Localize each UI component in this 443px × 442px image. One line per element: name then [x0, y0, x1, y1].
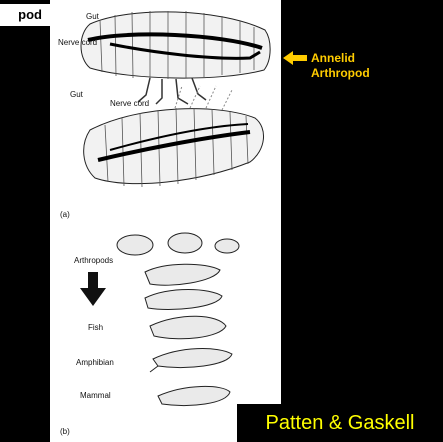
annelid-body-top	[81, 11, 270, 104]
label-panel-b: (b)	[60, 427, 70, 436]
label-nerve-cord-top: Nerve cord	[58, 38, 97, 47]
label-arthropods: Arthropods	[74, 256, 113, 265]
label-amphibian: Amphibian	[76, 358, 114, 367]
top-label-fragment: pod	[0, 4, 50, 26]
label-gut-bottom: Gut	[70, 90, 83, 99]
label-gut-top: Gut	[86, 12, 99, 21]
annotation-line-annelid: Annelid	[311, 51, 370, 66]
left-arrow-icon	[283, 50, 307, 66]
credit-text: Patten & Gaskell	[237, 404, 443, 442]
figure-drawing	[50, 0, 281, 442]
annotation-text: Annelid Arthropod	[311, 51, 370, 81]
down-arrow	[80, 272, 106, 306]
arthropod-sketches	[117, 233, 239, 310]
figure-panel: Gut Nerve cord Gut Nerve cord (a) Arthro…	[50, 0, 281, 442]
label-nerve-cord-bottom: Nerve cord	[110, 99, 149, 108]
label-panel-a: (a)	[60, 210, 70, 219]
label-mammal: Mammal	[80, 391, 111, 400]
vertebrate-sketches	[150, 316, 232, 405]
label-fish: Fish	[88, 323, 103, 332]
annotation-line-arthropod: Arthropod	[311, 66, 370, 81]
